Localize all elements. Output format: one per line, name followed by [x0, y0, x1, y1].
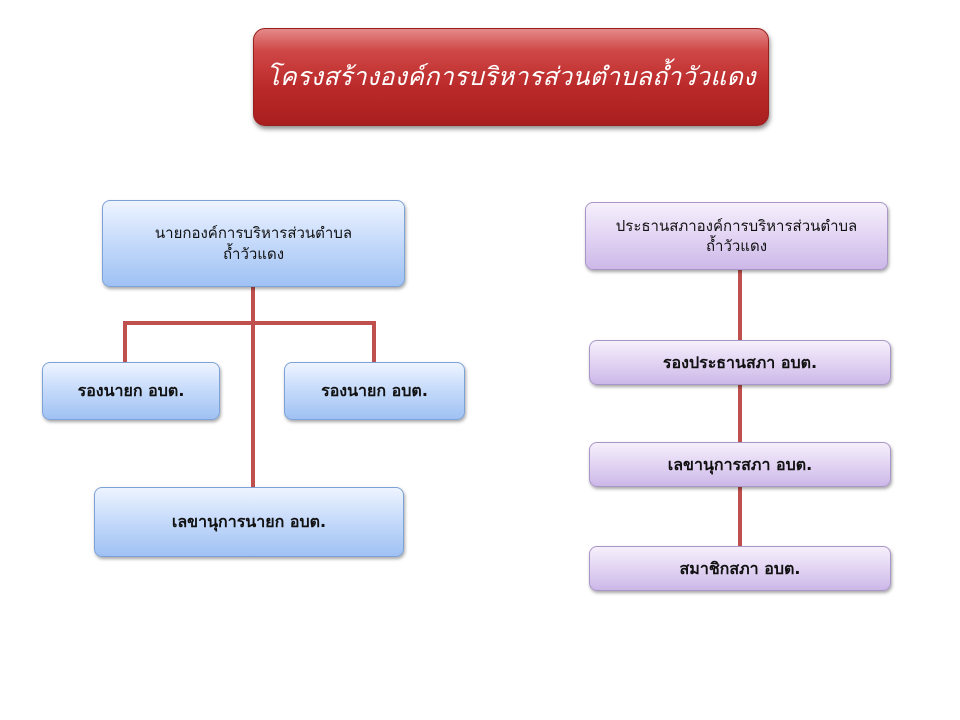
- council-secretary-label: เลขานุการสภา อบต.: [667, 454, 813, 474]
- chart-title: โครงสร้างองค์การบริหารส่วนตำบลถ้ำวัวแดง: [253, 28, 769, 126]
- deputy-mayor-right-label: รองนายก อบต.: [321, 381, 428, 401]
- deputy-mayor-right-box: รองนายก อบต.: [284, 362, 465, 420]
- mayor-box: นายกองค์การบริหารส่วนตำบล ถ้ำวัวแดง: [102, 200, 405, 287]
- council-members-label: สมาชิกสภา อบต.: [679, 558, 801, 578]
- mayor-secretary-box: เลขานุการนายก อบต.: [94, 487, 404, 557]
- deputy-mayor-left-label: รองนายก อบต.: [77, 381, 185, 401]
- council-president-label-line1: ประธานสภาองค์การบริหารส่วนตำบล: [615, 216, 858, 235]
- mayor-label-line1: นายกองค์การบริหารส่วนตำบล: [154, 224, 353, 243]
- council-president-label-line2: ถ้ำวัวแดง: [705, 237, 768, 255]
- mayor-label-line2: ถ้ำวัวแดง: [222, 244, 285, 263]
- council-members-box: สมาชิกสภา อบต.: [589, 546, 891, 591]
- council-president-box: ประธานสภาองค์การบริหารส่วนตำบล ถ้ำวัวแดง: [585, 202, 888, 270]
- council-vice-president-label: รองประธานสภา อบต.: [662, 352, 818, 372]
- mayor-secretary-label: เลขานุการนายก อบต.: [171, 512, 327, 532]
- council-vice-president-box: รองประธานสภา อบต.: [589, 340, 891, 385]
- deputy-mayor-left-box: รองนายก อบต.: [42, 362, 220, 420]
- council-secretary-box: เลขานุการสภา อบต.: [589, 442, 891, 487]
